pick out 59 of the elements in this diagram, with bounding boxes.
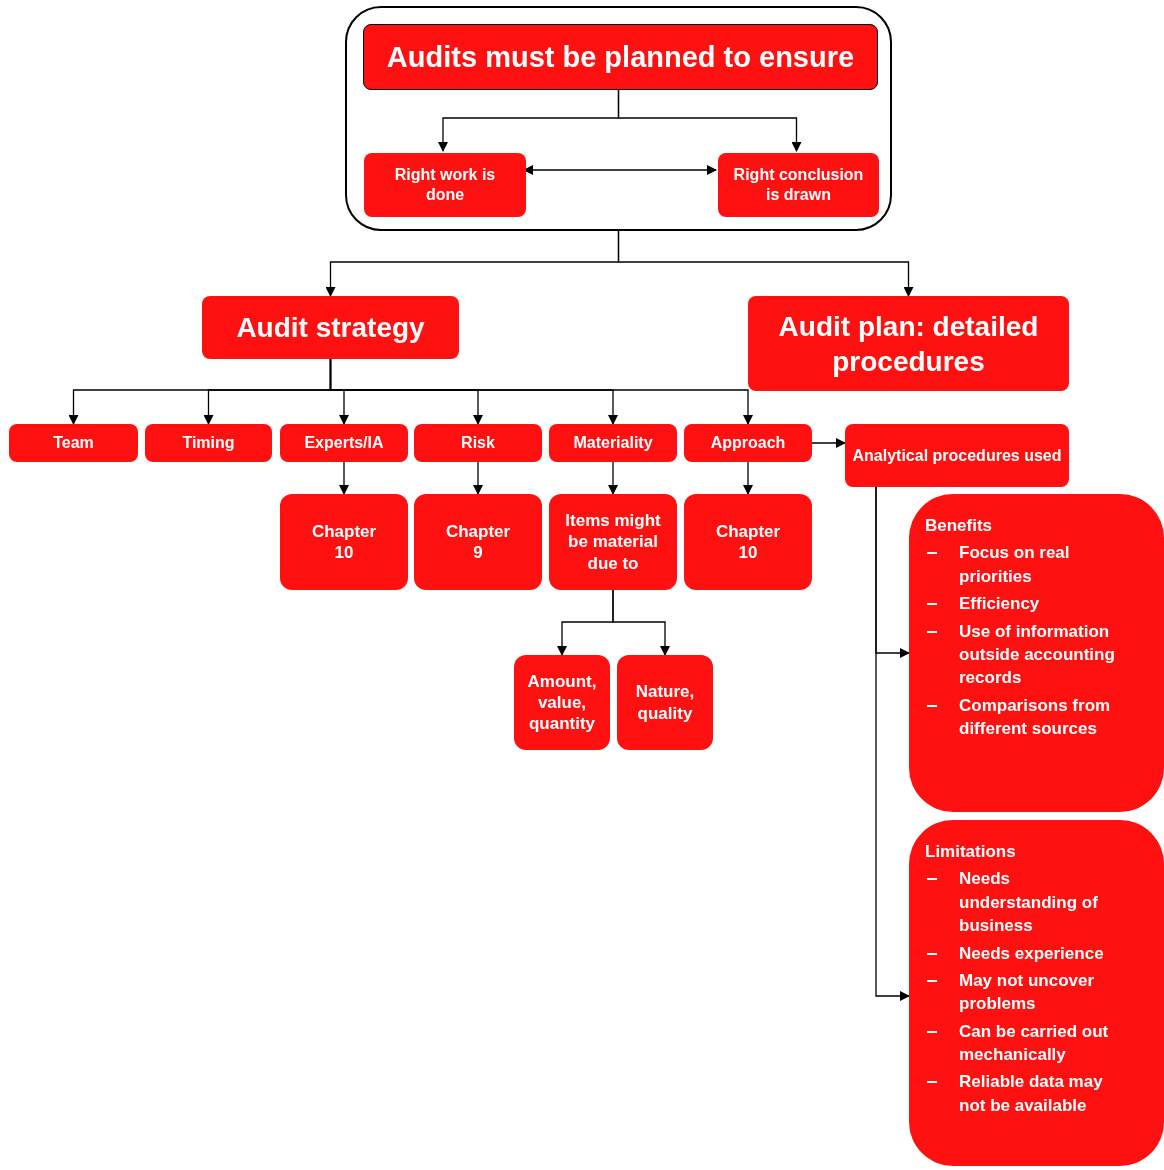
list-item: Needs understanding of business (959, 868, 1099, 938)
arrow (617, 230, 914, 297)
process-box (280, 494, 408, 590)
list-heading: Limitations (925, 841, 1017, 863)
arrow (329, 358, 753, 425)
process-box (549, 424, 677, 462)
process-box (845, 424, 1069, 487)
box-label: Materiality (573, 433, 653, 453)
arrow (743, 461, 753, 495)
box-label: Chapter 9 (445, 520, 511, 564)
box-label: Team (53, 433, 94, 453)
arrow (473, 461, 483, 495)
process-box (549, 494, 677, 590)
arrow (612, 589, 670, 656)
arrow (811, 438, 846, 448)
process-box (684, 494, 812, 590)
list-item: Use of information outside accounting records (959, 620, 1116, 690)
frame-box (345, 6, 892, 231)
note-box (909, 494, 1164, 812)
list-item: Needs experience (959, 942, 1104, 965)
box-label: Chapter 10 (311, 520, 377, 564)
process-box (414, 494, 542, 590)
box-label: Experts/IA (304, 433, 384, 453)
box-label: Analytical procedures used (852, 445, 1062, 466)
box-label: Risk (461, 433, 495, 453)
process-box (684, 424, 812, 462)
list-item: May not uncover problems (959, 969, 1096, 1016)
process-box (145, 424, 272, 462)
list-heading: Benefits (925, 515, 994, 537)
box-label: Right conclusion is drawn (732, 165, 865, 205)
arrow (339, 461, 349, 495)
note-box (909, 820, 1164, 1166)
process-box (514, 655, 610, 750)
box-label: Right work is done (393, 165, 497, 205)
process-box (364, 153, 526, 217)
list-item: Comparisons from different sources (959, 694, 1112, 740)
box-label: Nature, quality (634, 681, 696, 724)
box-label: Audit strategy (236, 311, 425, 345)
box-label: Audit plan: detailed procedures (777, 309, 1040, 379)
arrow (608, 461, 618, 495)
process-box (748, 296, 1069, 391)
process-box (617, 655, 713, 750)
box-label: Audits must be planned to ensure (386, 39, 855, 75)
box-label: Items might be material due to (564, 510, 662, 574)
process-box (202, 296, 459, 359)
process-box (363, 24, 878, 90)
list-item: Can be carried out mechanically (959, 1020, 1110, 1066)
process-box (280, 424, 408, 462)
box-label: Chapter 10 (715, 520, 781, 564)
list-item: Focus on real priorities (959, 542, 1071, 588)
process-box (9, 424, 138, 462)
box-label: Amount, value, quantity (526, 670, 598, 735)
arrow (875, 486, 910, 1001)
box-label: Timing (182, 433, 235, 453)
process-box (414, 424, 542, 462)
process-box (718, 153, 879, 217)
box-label: Approach (710, 433, 786, 453)
list-item: Reliable data may not be available (959, 1071, 1104, 1117)
list-item: Efficiency (959, 593, 1040, 616)
